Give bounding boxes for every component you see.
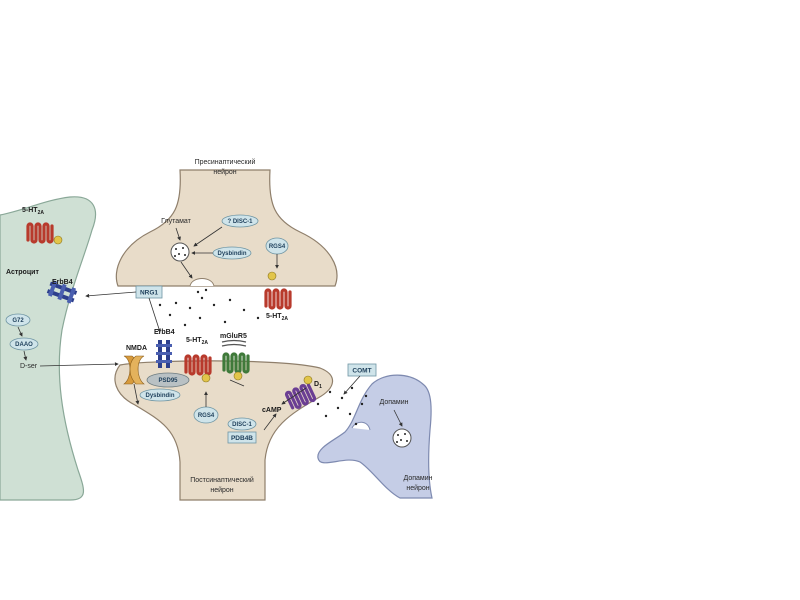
d1-label: D1: [314, 381, 322, 390]
glutamate-dots: [158, 288, 260, 327]
dopamine-label: Допамин: [380, 399, 409, 406]
rgs4-postsynaptic-pill: RGS4: [193, 406, 219, 424]
ht2a-astrocyte-label: 5-HT2A: [22, 207, 44, 216]
svg-text:DISC-1: DISC-1: [232, 422, 252, 428]
gq-protein-postsynaptic: [201, 373, 211, 383]
erbb4-postsynaptic-label: ErbB4: [154, 329, 175, 336]
svg-text:NRG1: NRG1: [140, 290, 158, 297]
svg-text:PDB4B: PDB4B: [231, 435, 253, 442]
dysbindin-postsynaptic-pill: Dysbindin: [139, 388, 181, 402]
svg-text:RGS4: RGS4: [269, 244, 286, 250]
presynaptic-label-2: нейрон: [213, 168, 236, 176]
arrows: [17, 226, 403, 431]
presynaptic-body: [115, 169, 338, 287]
dopamine-neuron-label-1: Допамин: [404, 475, 433, 482]
disc1-postsynaptic-pill: DISC-1: [227, 417, 257, 431]
dopamine-dots: [316, 386, 368, 426]
g72-pill: G72: [5, 313, 31, 327]
ht2a-postsynaptic-label: 5-HT2A: [186, 337, 208, 346]
ht2a-receptor-postsynaptic: 5-HT2A: [184, 337, 212, 383]
nrg1-box: NRG1: [135, 285, 163, 299]
svg-text:DAAO: DAAO: [15, 342, 33, 348]
dopamine-neuron: Допамин нейрон: [317, 374, 433, 499]
astrocyte-label: Астроцит: [6, 269, 39, 276]
svg-text:COMT: COMT: [352, 368, 371, 375]
d1-receptor: D1: [284, 375, 322, 412]
pdb4b-box: PDB4B: [227, 431, 257, 444]
camp-label: cAMP: [262, 407, 282, 414]
erbb4-receptor-astrocyte: [46, 280, 78, 304]
dopamine-neuron-label-2: нейрон: [406, 484, 429, 492]
erbb4-receptor-postsynaptic: ErbB4: [154, 329, 175, 368]
svg-text:Dysbindin: Dysbindin: [217, 251, 246, 257]
psd95-pill: PSD95: [146, 372, 190, 388]
gs-protein-d1: [303, 375, 313, 385]
nmda-label: NMDA: [126, 345, 147, 352]
mglur5-receptor: mGluR5: [220, 333, 250, 381]
daao-pill: DAAO: [9, 337, 39, 351]
dser-label: D-ser: [20, 363, 38, 370]
comt-box: COMT: [347, 363, 377, 377]
presynaptic-neuron: Пресинаптический нейрон: [115, 158, 338, 287]
rgs4-presynaptic-pill: RGS4: [265, 237, 289, 255]
dopamine-vesicle: [392, 428, 412, 448]
ht2a-receptor-astrocyte: 5-HT2A: [22, 207, 63, 245]
nmda-receptor: NMDA: [123, 345, 147, 385]
gq-protein-mglur5: [233, 371, 243, 381]
erbb4-astrocyte-label: ErbB4: [52, 279, 73, 286]
disc1-presynaptic-pill: ? DISC-1: [221, 214, 259, 228]
postsynaptic-label-2: нейрон: [210, 486, 233, 494]
postsynaptic-label-1: Постсинаптический: [190, 476, 254, 484]
dopamine-neuron-body: [317, 374, 433, 499]
gq-protein-astrocyte: [53, 235, 63, 245]
ht2a-receptor-presynaptic: 5-HT2A: [264, 271, 292, 322]
dysbindin-presynaptic-pill: Dysbindin: [212, 246, 252, 260]
svg-text:PSD95: PSD95: [158, 378, 178, 384]
gq-protein-presynaptic: [267, 271, 277, 281]
svg-text:Dysbindin: Dysbindin: [145, 393, 174, 399]
svg-text:? DISC-1: ? DISC-1: [227, 219, 253, 225]
mglur5-label: mGluR5: [220, 333, 247, 340]
glutamate-vesicle: [170, 242, 190, 262]
svg-text:G72: G72: [12, 318, 24, 324]
svg-text:RGS4: RGS4: [198, 413, 215, 419]
release-pocket: [189, 278, 215, 287]
ht2a-presynaptic-label: 5-HT2A: [266, 313, 288, 322]
glutamate-label: Глутамат: [161, 218, 192, 225]
presynaptic-label-1: Пресинаптический: [195, 158, 256, 166]
